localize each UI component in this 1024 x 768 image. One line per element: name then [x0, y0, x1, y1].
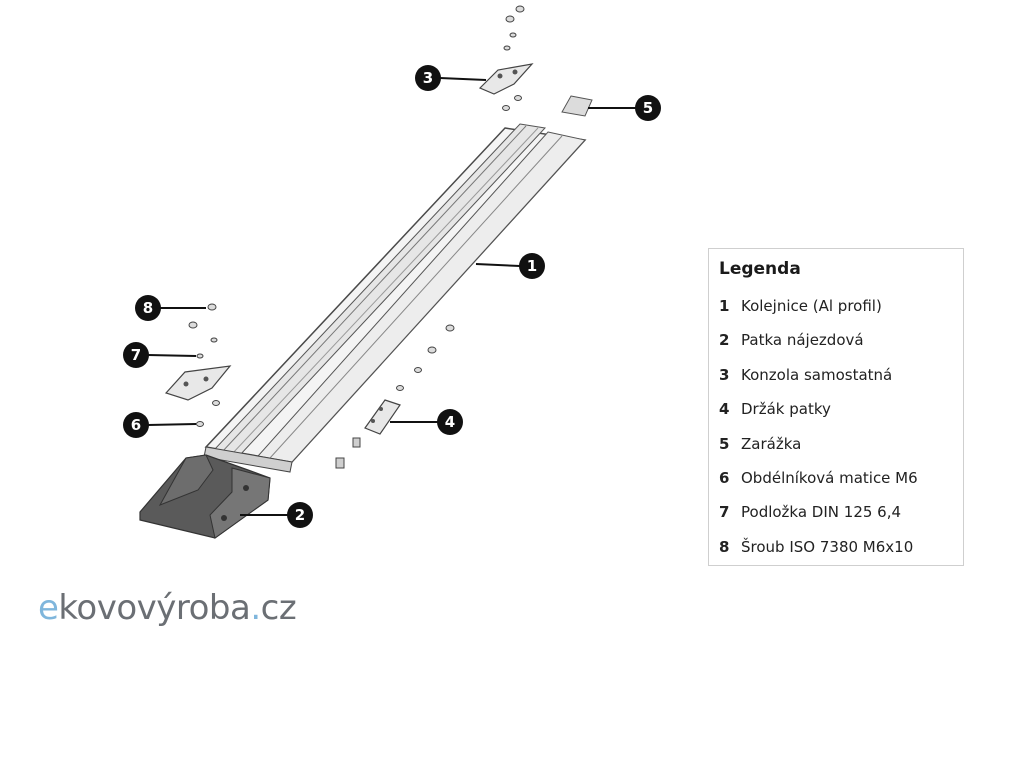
top-screws	[502, 5, 525, 111]
callout-3: 3	[415, 65, 441, 91]
legend-item-number: 3	[719, 365, 730, 384]
callout-1: 1	[519, 253, 545, 279]
legend-item: 2 Patka nájezdová	[719, 323, 953, 357]
leader-lines	[147, 77, 636, 516]
callout-4: 4	[437, 409, 463, 435]
legend-item: 3 Konzola samostatná	[719, 358, 953, 392]
legend-item-number: 6	[719, 468, 730, 487]
logo-part-dot: .	[250, 588, 261, 628]
legend-item: 6 Obdélníková matice M6	[719, 461, 953, 495]
svg-text:3: 3	[423, 69, 433, 87]
legend-box: Legenda 1 Kolejnice (Al profil) 2 Patka ná…	[708, 248, 964, 566]
svg-text:5: 5	[643, 99, 653, 117]
logo-part-name: kovovýroba	[58, 588, 251, 628]
callout-2: 2	[287, 502, 313, 528]
legend-item-label: Držák patky	[741, 400, 831, 419]
legend-item-label: Obdélníková matice M6	[741, 468, 918, 487]
legend-item-number: 7	[719, 503, 730, 522]
legend-item: 4 Držák patky	[719, 392, 953, 426]
svg-text:2: 2	[295, 506, 305, 524]
left-screws	[188, 303, 220, 427]
legend-title: Legenda	[719, 259, 801, 279]
legend-item-number: 1	[719, 297, 730, 315]
legend-item-label: Patka nájezdová	[741, 331, 864, 350]
legend-item: 7 Podložka DIN 125 6,4	[719, 495, 953, 529]
stopper	[561, 95, 593, 117]
legend-item-label: Kolejnice (Al profil)	[741, 297, 882, 315]
logo-part-tld: cz	[260, 588, 297, 628]
holder-screws	[335, 324, 455, 469]
callout-7: 7	[123, 342, 149, 368]
legend-item-number: 5	[719, 434, 730, 453]
logo-part-e: e	[38, 588, 59, 628]
legend-item: 5 Zarážka	[719, 427, 953, 461]
left-bracket	[164, 365, 232, 401]
svg-text:4: 4	[445, 413, 455, 431]
rail-profile	[203, 123, 587, 473]
foot-holder	[364, 399, 401, 435]
legend-item-label: Konzola samostatná	[741, 365, 893, 384]
legend-item: 8 Šroub ISO 7380 M6x10	[719, 530, 953, 564]
standalone-bracket	[478, 63, 534, 95]
site-logo: ekovovýroba.cz	[38, 588, 297, 628]
legend-item-label: Zarážka	[741, 434, 802, 453]
callout-5: 5	[635, 95, 661, 121]
legend-item-number: 8	[719, 537, 730, 556]
legend-item-number: 2	[719, 331, 730, 350]
legend-item-number: 4	[719, 400, 730, 419]
callout-8: 8	[135, 295, 161, 321]
svg-text:1: 1	[527, 257, 537, 275]
ramp-foot	[139, 454, 271, 539]
svg-text:6: 6	[131, 416, 141, 434]
svg-text:8: 8	[143, 299, 153, 317]
legend-item: 1 Kolejnice (Al profil)	[719, 289, 953, 323]
legend-item-label: Podložka DIN 125 6,4	[741, 503, 902, 522]
svg-text:7: 7	[131, 346, 141, 364]
legend-item-label: Šroub ISO 7380 M6x10	[741, 537, 914, 556]
callout-6: 6	[123, 412, 149, 438]
